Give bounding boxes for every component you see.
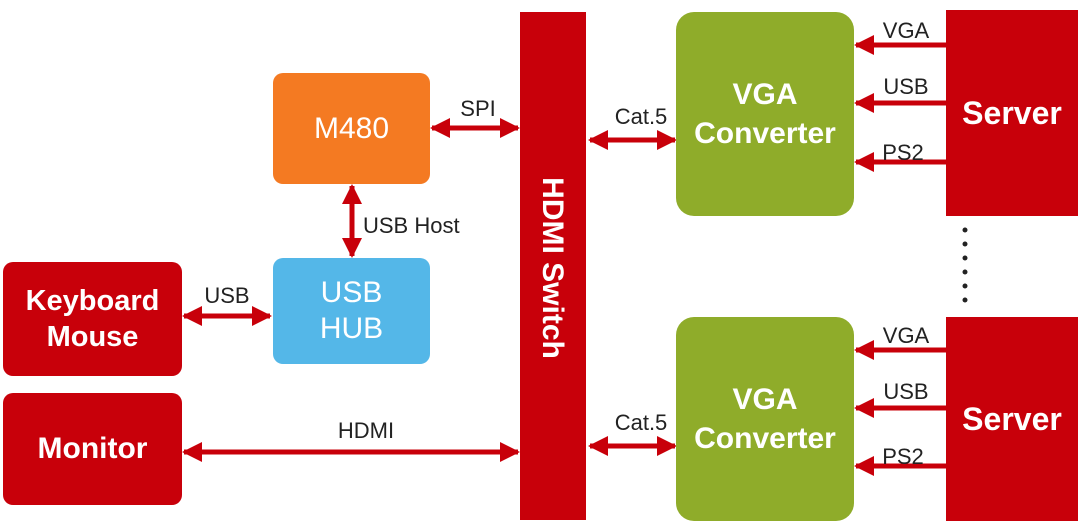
usb-host-label: USB Host [363, 213, 460, 238]
server-bottom-vga-label: VGA [883, 323, 930, 348]
ellipsis-dots [962, 227, 968, 303]
vga-converter-bottom-line1: VGA [732, 383, 798, 416]
server-top-vga-label: VGA [883, 18, 930, 43]
keyboard-mouse-node: Keyboard Mouse [3, 262, 182, 376]
monitor-node: Monitor [3, 393, 182, 505]
usb-kbd-label: USB [204, 283, 249, 308]
usb-hub-node: USB HUB [273, 258, 430, 364]
vga-converter-bottom-node: VGA Converter [676, 317, 854, 521]
server-bottom-node: Server [946, 317, 1078, 521]
usb-hub-label-line1: USB [320, 276, 383, 309]
m480-node: M480 [273, 73, 430, 184]
cat5-bottom-label: Cat.5 [615, 410, 668, 435]
server-bottom-usb-label: USB [883, 379, 928, 404]
monitor-label: Monitor [37, 432, 148, 465]
usb-hub-label-line2: HUB [319, 312, 384, 345]
mouse-label: Mouse [46, 321, 139, 353]
hdmi-label: HDMI [338, 418, 394, 443]
vga-converter-top-node: VGA Converter [676, 12, 854, 216]
server-top-node: Server [946, 10, 1078, 216]
server-top-label: Server [962, 94, 1062, 131]
keyboard-label: Keyboard [25, 284, 160, 317]
vga-converter-bottom-line2: Converter [694, 422, 836, 455]
server-bottom-label: Server [962, 400, 1062, 437]
vga-converter-top-line2: Converter [694, 117, 836, 150]
cat5-top-label: Cat.5 [615, 104, 668, 129]
server-top-usb-label: USB [883, 74, 928, 99]
hdmi-switch-node [520, 12, 586, 520]
server-bottom-ps2-label: PS2 [882, 444, 924, 469]
spi-label: SPI [460, 96, 495, 121]
vga-converter-top-line1: VGA [732, 78, 798, 111]
hdmi-switch-label: HDMI Switch [536, 177, 569, 359]
m480-label: M480 [313, 111, 390, 145]
server-top-ps2-label: PS2 [882, 140, 924, 165]
